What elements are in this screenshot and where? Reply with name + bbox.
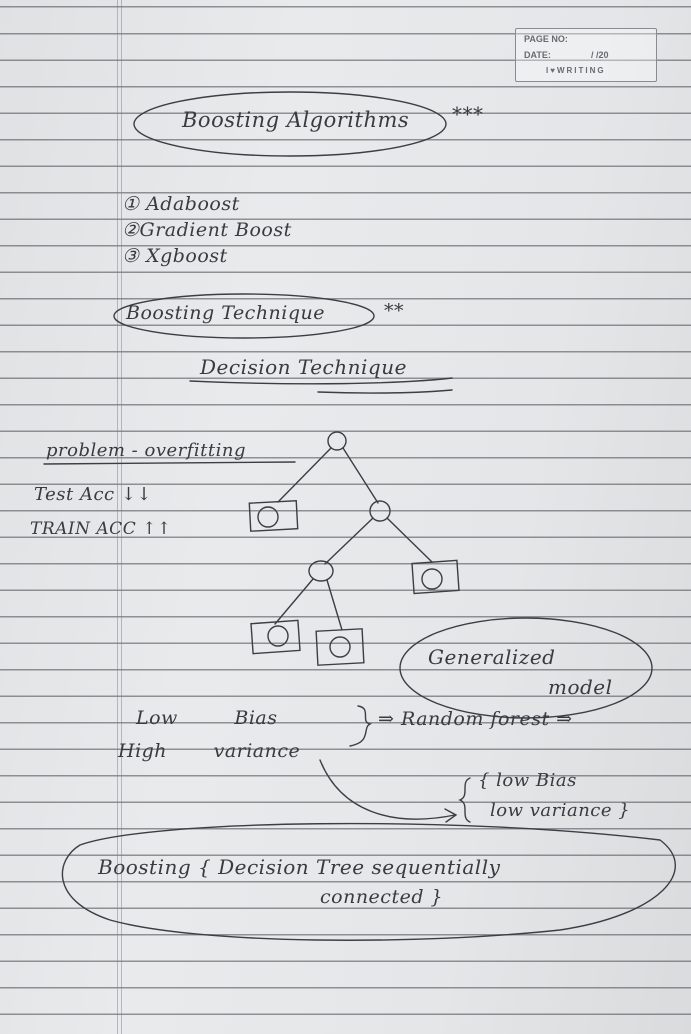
technique-stars: ** bbox=[384, 300, 404, 322]
tree-edge bbox=[274, 578, 314, 625]
algorithm-item-gradient-boost: ②Gradient Boost bbox=[122, 219, 292, 241]
margin-line bbox=[117, 0, 118, 1034]
boosting-ellipse bbox=[61, 822, 677, 941]
tree-edge bbox=[386, 517, 433, 563]
tree-leaf-node bbox=[257, 506, 279, 528]
low-bias-note: Low Bias bbox=[136, 707, 278, 729]
tree-leaf-node bbox=[329, 636, 351, 658]
tree-leaf bbox=[411, 559, 460, 595]
low-bias-line: { low Bias bbox=[478, 770, 577, 791]
title-stars: *** bbox=[452, 102, 484, 126]
high-variance-note: High variance bbox=[118, 740, 301, 762]
tree-node bbox=[308, 560, 334, 582]
brand-label: I♥WRITING bbox=[546, 66, 606, 75]
curved-arrow bbox=[319, 759, 456, 820]
tree-edge bbox=[324, 517, 374, 565]
decision-underline bbox=[189, 377, 453, 385]
tree-node bbox=[369, 500, 391, 522]
problem-note: problem - overfitting bbox=[46, 440, 247, 461]
page-stamp: PAGE NO: DATE: / /20 I♥WRITING bbox=[515, 28, 657, 82]
technique-heading: Boosting Technique bbox=[126, 302, 326, 324]
decision-tree-diagram bbox=[248, 431, 460, 666]
low-variance-line: low variance } bbox=[490, 800, 631, 821]
generalized-model-line2: model bbox=[548, 675, 613, 699]
generalized-ellipse bbox=[399, 617, 653, 719]
date-label: DATE: bbox=[524, 50, 551, 60]
tree-leaf bbox=[248, 500, 299, 532]
boosting-definition-line2: connected } bbox=[320, 886, 444, 908]
margin-line bbox=[121, 0, 122, 1034]
decision-underline bbox=[317, 389, 453, 394]
train-accuracy-note: TRAIN ACC ↑↑ bbox=[30, 519, 172, 539]
technique-ellipse bbox=[113, 293, 375, 339]
test-accuracy-note: Test Acc ↓↓ bbox=[34, 484, 152, 505]
algorithm-item-adaboost: ① Adaboost bbox=[122, 193, 240, 215]
generalized-model-line1: Generalized bbox=[428, 645, 556, 669]
note-title: Boosting Algorithms bbox=[182, 108, 410, 132]
random-forest-note: ⇒ Random forest ⇒ bbox=[378, 708, 573, 730]
bias-variance-brace bbox=[349, 705, 373, 747]
tree-leaf-node bbox=[421, 568, 443, 590]
title-ellipse bbox=[133, 91, 447, 157]
decision-heading: Decision Technique bbox=[200, 355, 407, 379]
boosting-definition-line1: Boosting { Decision Tree sequentially bbox=[98, 855, 501, 879]
tree-node bbox=[327, 431, 347, 451]
tree-leaf-node bbox=[267, 625, 289, 647]
page-no-label: PAGE NO: bbox=[524, 34, 568, 44]
problem-underline bbox=[43, 461, 296, 465]
tree-leaf bbox=[315, 628, 365, 666]
tree-edge bbox=[326, 579, 343, 631]
algorithm-item-xgboost: ③ Xgboost bbox=[122, 245, 228, 267]
date-value: / /20 bbox=[591, 50, 609, 60]
tree-edge bbox=[342, 447, 379, 504]
tree-edge bbox=[277, 447, 332, 503]
low-bias-brace bbox=[458, 777, 471, 823]
tree-leaf bbox=[250, 619, 301, 655]
arrow-head bbox=[444, 808, 458, 823]
